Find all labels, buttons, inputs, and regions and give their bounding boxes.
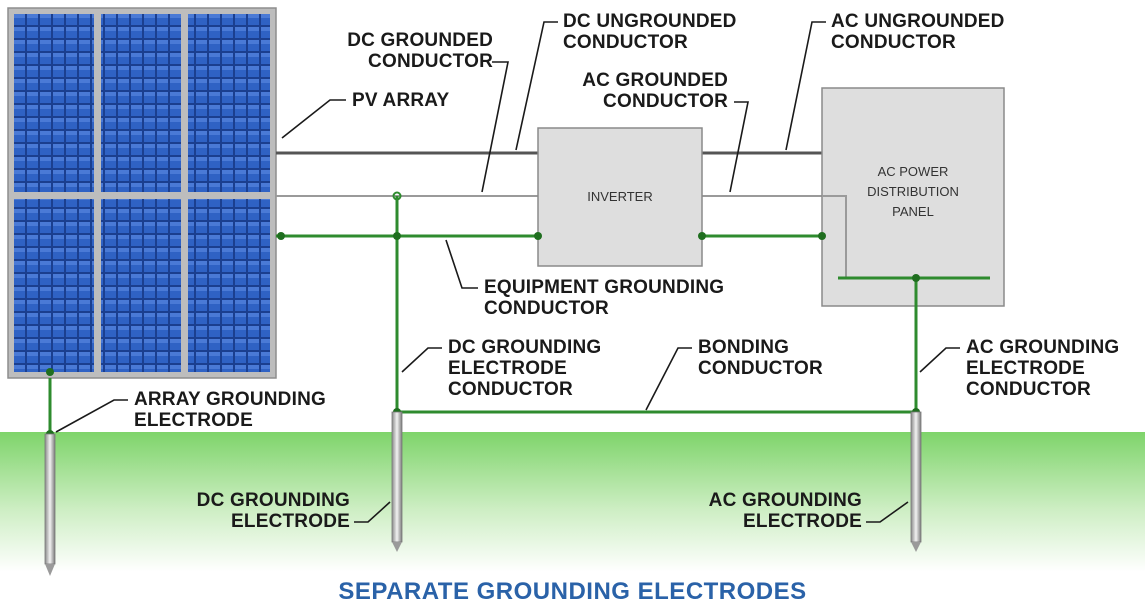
leader-ac-grounded [729, 101, 749, 193]
label-ac-grounded-conductor: AC GROUNDED CONDUCTOR [582, 70, 728, 112]
leader-dc-grounding-electrode-conductor [401, 347, 442, 373]
label-array-grounding-electrode: ARRAY GROUNDING ELECTRODE [134, 389, 326, 431]
ac-panel-label-line: PANEL [892, 204, 934, 219]
label-line: AC GROUNDING [966, 337, 1120, 358]
ground-area [0, 432, 1145, 572]
label-line: CONDUCTOR [698, 358, 823, 379]
pv-module [14, 14, 94, 192]
label-bonding-conductor: BONDING CONDUCTOR [698, 337, 823, 379]
label-line: DC GROUNDING [448, 337, 602, 358]
leader-dc-grounded [481, 61, 509, 193]
label-dc-ungrounded-conductor: DC UNGROUNDED CONDUCTOR [563, 11, 737, 53]
inverter-box [537, 127, 703, 267]
dc-grounding-electrode [391, 411, 403, 552]
leader-ac-grounding-electrode-conductor [919, 347, 960, 373]
label-ac-ungrounded-conductor: AC UNGROUNDED CONDUCTOR [831, 11, 1005, 53]
label-dc-grounding-electrode-conductor: DC GROUNDING ELECTRODE CONDUCTOR [448, 337, 601, 400]
label-line: ELECTRODE [448, 358, 567, 379]
label-line: DC UNGROUNDED [563, 11, 737, 32]
label-line: ARRAY GROUNDING [134, 389, 326, 410]
leader-dc-grounding-electrode [354, 501, 391, 523]
label-line: ELECTRODE [743, 511, 862, 532]
junction-dot [46, 368, 54, 376]
pv-module [188, 199, 270, 372]
label-equipment-grounding-conductor: EQUIPMENT GROUNDING CONDUCTOR [484, 277, 724, 319]
label-line: CONDUCTOR [603, 91, 728, 112]
label-line: AC GROUNDING [708, 490, 862, 511]
junction-dot [393, 232, 401, 240]
label-line: BONDING [698, 337, 790, 358]
leader-equipment-grounding [445, 239, 478, 289]
inverter-label: INVERTER [587, 189, 653, 204]
label-line: ELECTRODE [966, 358, 1085, 379]
panel-neutral-link [822, 195, 847, 278]
label-dc-grounded-conductor: DC GROUNDED CONDUCTOR [347, 30, 493, 72]
label-line: CONDUCTOR [484, 298, 609, 319]
label-ac-grounding-electrode: AC GROUNDING ELECTRODE [709, 490, 862, 532]
leader-array-grounding-electrode [55, 399, 128, 433]
pv-module [101, 199, 181, 372]
leader-dc-ungrounded [515, 21, 558, 151]
diagram-title: SEPARATE GROUNDING ELECTRODES [338, 578, 807, 605]
array-grounding-electrode [44, 433, 56, 576]
junction-dot [534, 232, 542, 240]
ac-panel-label-line: DISTRIBUTION [867, 184, 959, 199]
pv-array [7, 7, 277, 379]
pv-module [188, 14, 270, 192]
leader-pv-array [281, 99, 346, 139]
label-line: CONDUCTOR [563, 32, 688, 53]
junction-dot [818, 232, 826, 240]
label-line: ELECTRODE [134, 410, 253, 431]
label-line: ELECTRODE [231, 511, 350, 532]
label-line: DC GROUNDING [196, 490, 350, 511]
ac-grounding-electrode [910, 411, 922, 552]
label-line: CONDUCTOR [448, 379, 573, 400]
leader-bonding [645, 347, 692, 411]
ac-panel-box [821, 87, 1005, 307]
label-line: CONDUCTOR [831, 32, 956, 53]
label-line: CONDUCTOR [966, 379, 1091, 400]
label-line: PV ARRAY [352, 90, 450, 111]
label-line: AC GROUNDED [582, 70, 728, 91]
label-line: EQUIPMENT GROUNDING [484, 277, 725, 298]
label-dc-grounding-electrode: DC GROUNDING ELECTRODE [197, 490, 350, 532]
label-line: DC GROUNDED [347, 30, 493, 51]
label-line: CONDUCTOR [368, 51, 493, 72]
ac-panel-label: AC POWER DISTRIBUTION PANEL [822, 162, 1004, 222]
leader-ac-ungrounded [785, 21, 826, 151]
junction-dot [698, 232, 706, 240]
pv-module [14, 199, 94, 372]
pv-module [101, 14, 181, 192]
label-pv-array: PV ARRAY [352, 90, 449, 111]
junction-dot [392, 191, 402, 201]
label-ac-grounding-electrode-conductor: AC GROUNDING ELECTRODE CONDUCTOR [966, 337, 1119, 400]
leader-ac-grounding-electrode [866, 501, 909, 523]
junction-dot [277, 232, 285, 240]
label-line: AC UNGROUNDED [831, 11, 1005, 32]
junction-dot [912, 274, 920, 282]
ac-panel-label-line: AC POWER [877, 164, 949, 179]
